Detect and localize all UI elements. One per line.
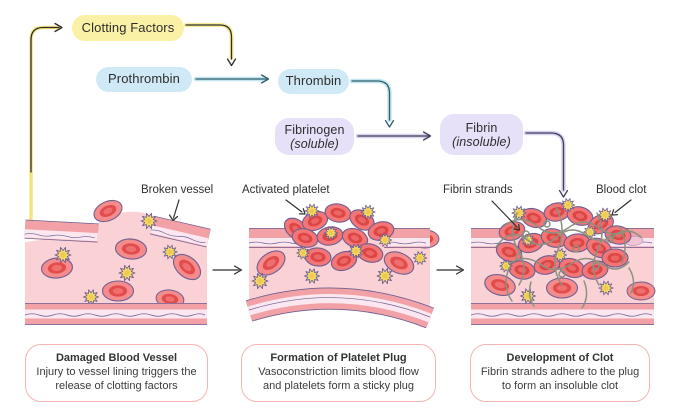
- stage-body: Vasoconstriction limits blood flow and p…: [258, 366, 419, 392]
- pointer-arrows: [168, 199, 632, 275]
- stage-body: Injury to vessel lining triggers the rel…: [36, 366, 197, 392]
- arrow-thrombin-down: [349, 78, 395, 128]
- vessel-wall-top-right: [383, 228, 430, 248]
- broken-vessel-label: Broken vessel: [141, 184, 214, 196]
- vessel-panel-plug: [245, 201, 440, 329]
- vessel-panel-damaged: [24, 195, 211, 325]
- activated-platelet-label: Activated platelet: [242, 184, 330, 196]
- vessel-wall-bottom: [24, 303, 207, 325]
- stage-title: Development of Clot: [506, 352, 614, 365]
- fibrin-strand-mesh: [495, 206, 642, 309]
- fibrin-label: Fibrin: [465, 120, 498, 135]
- thrombin-label: Thrombin: [285, 73, 342, 89]
- stage-body: Fibrin strands adhere to the plug to for…: [480, 366, 640, 392]
- stage-card-damaged-vessel: Damaged Blood Vessel Injury to vessel li…: [25, 344, 208, 402]
- vessel-wall-broken-right: [149, 215, 211, 248]
- flow-arrows: [29, 22, 569, 224]
- step-arrow-2: [436, 265, 465, 275]
- clotting-factors-label: Clotting Factors: [81, 19, 175, 35]
- arrow-vessel-to-clotting-factors: [29, 22, 63, 224]
- stage-title: Formation of Platelet Plug: [270, 352, 407, 365]
- vessel-wall-bottom-arched: [245, 287, 434, 329]
- blood-clot-label: Blood clot: [596, 184, 647, 196]
- fibrin-state: (insoluble): [452, 134, 511, 149]
- fibrinogen-label: Fibrinogen: [284, 122, 345, 137]
- stage-card-clot-development: Development of Clot Fibrin strands adher…: [470, 344, 650, 402]
- fibrin-node: Fibrin (insoluble): [440, 114, 523, 155]
- vessel-wall-bottom: [470, 303, 654, 325]
- arrow-fibrinogen-to-fibrin: [355, 131, 432, 141]
- broken-vessel-pointer: [168, 199, 180, 222]
- arrow-prothrombin-to-thrombin: [193, 74, 270, 84]
- arrow-fibrin-to-clot: [523, 130, 569, 198]
- vessel-panel-clot: [470, 198, 656, 325]
- fibrin-strands-label: Fibrin strands: [443, 184, 513, 196]
- arrow-clotting-factors-down: [183, 22, 237, 67]
- thrombin-node: Thrombin: [278, 69, 349, 94]
- fibrinogen-state: (soluble): [290, 136, 339, 151]
- blood-clot-pointer: [611, 199, 632, 216]
- stage-card-platelet-plug: Formation of Platelet Plug Vasoconstrict…: [241, 344, 436, 402]
- step-arrow-1: [212, 265, 243, 275]
- vessel-wall-broken-left: [24, 219, 99, 243]
- stage-title: Damaged Blood Vessel: [55, 352, 178, 365]
- prothrombin-label: Prothrombin: [108, 71, 180, 87]
- activated-platelet-pointer: [285, 199, 306, 215]
- fibrinogen-node: Fibrinogen (soluble): [275, 118, 354, 155]
- fibrin-strands-pointer: [491, 200, 521, 231]
- clotting-factors-node: Clotting Factors: [72, 15, 184, 41]
- prothrombin-node: Prothrombin: [96, 67, 192, 92]
